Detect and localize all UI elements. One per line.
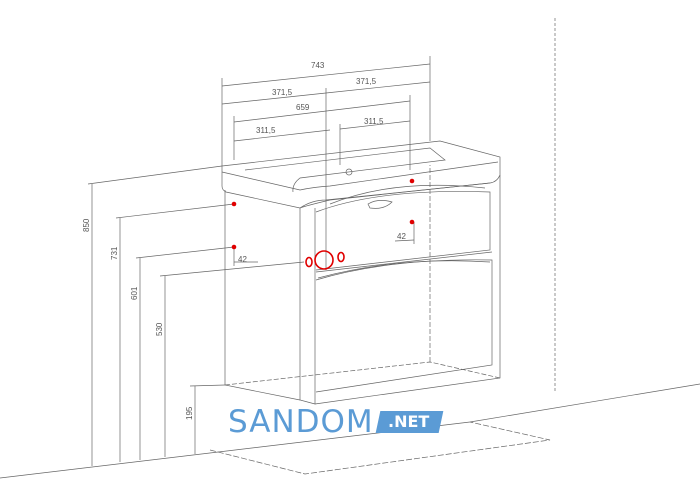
watermark-name: SANDOM [228,404,374,440]
upper-drawer [315,191,491,271]
dim-line-371-left [221,92,327,105]
label-371-right: 371,5 [356,77,377,86]
lower-drawer-handle [317,260,491,279]
dim-line-659 [233,100,411,123]
dim-line-311-right [339,120,411,130]
marker-dot-left-bottom [231,244,237,250]
drain-marker-left [305,256,313,268]
floor-footprint [209,421,551,475]
marker-dot-right-bottom [409,219,415,225]
cabinet-back-edge [224,361,501,386]
cabinet-right [314,175,501,405]
ext-530 [159,261,305,277]
label-530: 530 [155,322,164,336]
ext-601 [135,246,235,259]
dim-line-42-right [394,239,415,242]
basin-bowl [244,147,446,193]
basin-rim [299,182,491,209]
label-371-left: 371,5 [272,88,293,97]
label-42-right: 42 [397,232,406,241]
label-743: 743 [311,61,325,70]
label-659: 659 [296,103,310,112]
cabinet-front [299,208,316,405]
label-311-right: 311,5 [364,117,384,126]
dim-line-371-right [325,81,431,94]
sandom-watermark: SANDOM .NET [228,404,444,440]
basin-top [221,140,501,209]
handle-cutout [367,200,393,209]
watermark-suffix: .NET [375,411,444,433]
drain-marker-large [314,250,334,270]
faucet-hole [345,168,353,176]
dim-line-743 [221,63,431,87]
cabinet-side [224,190,301,401]
label-195: 195 [185,406,194,420]
label-601: 601 [130,286,139,300]
marker-dot-right-top [409,178,415,184]
lower-drawer [315,259,493,393]
ext-850 [87,165,223,185]
ext-195 [189,384,226,387]
watermark-suffix-text: .NET [387,412,429,431]
drain-marker-right [337,251,345,263]
marker-dot-left-top [231,201,237,207]
label-42-left: 42 [238,255,247,264]
upper-drawer-handle [329,184,486,205]
dim-line-311-left [233,129,331,142]
basin-front-edge [221,161,499,191]
label-850: 850 [82,218,91,232]
label-731: 731 [110,246,119,260]
wall-floor-line [469,383,700,423]
label-311-left: 311,5 [256,126,276,135]
drawer-gap [315,251,493,273]
ext-731 [115,203,235,219]
